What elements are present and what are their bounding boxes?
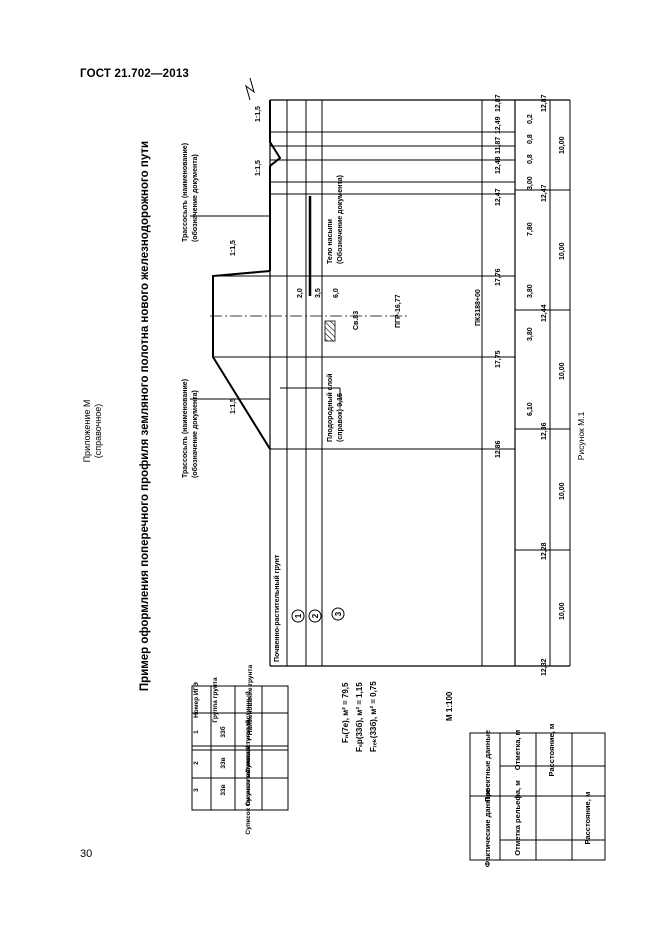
formula-1: Fₙ(7е), м² = 79,5 — [341, 682, 350, 743]
soil-table — [191, 685, 289, 811]
design-dist-6: 0,8 — [527, 154, 534, 164]
appendix-title: Приложение М — [82, 400, 92, 463]
legend-actual-distance: Расстояние, м — [583, 791, 592, 844]
actual-mark-3: 12,36 — [541, 422, 548, 440]
ige-3: 3 — [334, 611, 343, 616]
soil-row-3-name: Супесок текучепластичный — [244, 745, 252, 834]
actual-dist-5: 10,00 — [559, 136, 566, 154]
soil-row-2-num: 2 — [193, 761, 200, 765]
design-dist-1: 6,10 — [527, 402, 534, 416]
soil-col-num: Номер ИГЭ — [193, 682, 200, 718]
soil-row-3-num: 3 — [193, 788, 200, 792]
soil-row-2-group: 33в — [220, 757, 227, 768]
appendix-note: (справочное) — [93, 404, 103, 459]
heat-layer: Тело насыпи — [327, 219, 334, 264]
pipe-doc-left: (обозначение документа) — [191, 390, 199, 478]
actual-mark-6: 12,87 — [541, 94, 548, 112]
actual-dist-2: 10,00 — [559, 482, 566, 500]
slope-far: 1:1,5 — [255, 106, 262, 122]
pipe-doc-right: (обозначение документа) — [191, 154, 199, 242]
soil-col-group: Группа грунта — [212, 677, 219, 723]
actual-dist-4: 10,00 — [559, 242, 566, 260]
design-mark-6: 11,87 — [495, 137, 502, 154]
dim-2: 2,0 — [297, 288, 304, 298]
design-dist-8: 0,2 — [527, 114, 534, 124]
soil-row-1-group: 33б — [219, 726, 227, 737]
soil-row-2-name: Супесок мягкопластичный — [244, 720, 252, 807]
heat-doc: (Обозначение документа) — [336, 175, 344, 264]
slope-right-upper: 1:1,5 — [255, 160, 262, 176]
cam-mark: Св.83 — [353, 311, 360, 330]
legend-actual-mark: Отметка рельефа, м — [513, 780, 522, 856]
legend-design-group: Проектные данные — [483, 730, 492, 802]
design-dist-5: 3,00 — [527, 176, 534, 190]
soil-row-1-name: Супесок тугопластичный — [244, 691, 252, 773]
design-dist-3: 3,80 — [527, 284, 534, 298]
actual-mark-1: 12,32 — [541, 658, 548, 676]
design-mark-2: 17,75 — [495, 350, 502, 368]
dim-60: 6,0 — [333, 288, 340, 298]
ige-2: 2 — [311, 613, 320, 618]
document-header: ГОСТ 21.702—2013 — [80, 68, 190, 80]
figure-title: Пример оформления поперечного профиля зе… — [139, 141, 151, 691]
figure-caption: Рисунок М.1 — [576, 411, 586, 460]
ggr-label: ПГР-16,77 — [395, 294, 402, 328]
ige-1: 1 — [294, 613, 303, 618]
design-dist-7: 0,8 — [527, 134, 534, 144]
design-mark-1: 12,86 — [495, 440, 502, 458]
actual-dist-3: 10,00 — [559, 362, 566, 380]
slope-right: 1:1,5 — [230, 240, 237, 256]
slope-left: 1:1,5 — [230, 398, 237, 414]
design-mark-7: 12,49 — [495, 116, 502, 134]
pipe-axis-left: Трассосьлъ (наименование) — [182, 379, 189, 478]
actual-mark-4: 12,44 — [541, 304, 548, 322]
actual-mark-2: 12,28 — [541, 542, 548, 560]
top-soil-label: Почвенно-растительный грунт — [273, 554, 281, 662]
drain-ref: (справок)-0,15 — [337, 393, 344, 442]
pipe-axis-right: Трассосьлъ (наименование) — [182, 143, 189, 242]
design-mark-5: 12,48 — [495, 156, 502, 174]
legend-design-mark: Отметка, м — [513, 729, 522, 770]
formula-2: Fₛр(33б), м² = 1,15 — [355, 682, 364, 752]
dim-35: 3,5 — [315, 288, 322, 298]
scale-label: М 1:100 — [445, 691, 454, 721]
actual-mark-5: 12,47 — [541, 184, 548, 202]
picket-label: ПК3188+00 — [475, 289, 482, 326]
drain-layer: Плодородный слой — [326, 374, 334, 442]
formula-3: Fᵣₑₖ(33б), м² = 0,75 — [369, 681, 378, 752]
soil-row-3-group: 33в — [220, 784, 227, 795]
soil-col-name: Наименование грунта — [247, 664, 254, 735]
legend-actual-group: Фактические данные — [483, 789, 492, 867]
design-mark-8: 12,87 — [495, 94, 502, 112]
design-dist-2: 3,80 — [527, 327, 534, 341]
design-mark-3: 17,76 — [495, 268, 502, 286]
design-dist-4: 7,80 — [527, 222, 534, 236]
soil-row-1-num: 1 — [193, 730, 200, 734]
profile-drawing — [190, 77, 571, 667]
actual-dist-1: 10,00 — [559, 602, 566, 620]
design-mark-4: 12,47 — [495, 188, 502, 206]
page-number: 30 — [80, 848, 93, 860]
legend-design-distance: Расстояние, м — [547, 723, 556, 776]
